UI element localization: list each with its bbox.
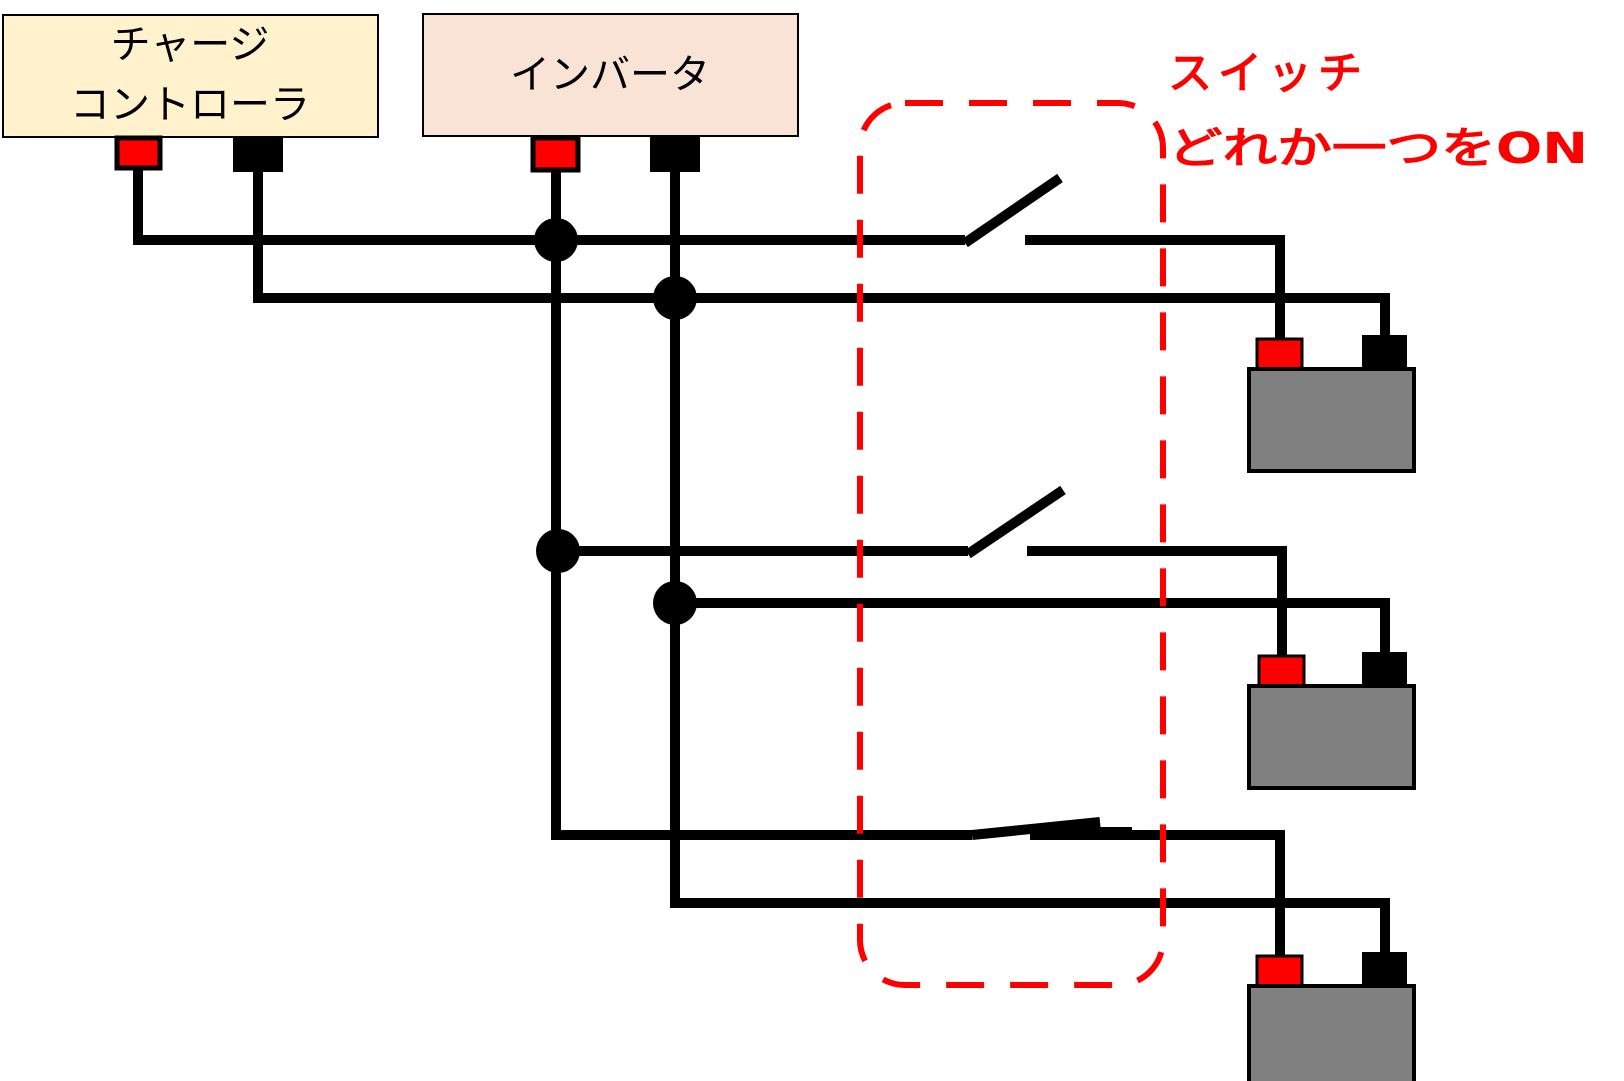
switches bbox=[860, 173, 1132, 840]
switch-region-label-line1: スイッチ bbox=[1168, 48, 1368, 99]
switch-1-blade bbox=[962, 173, 1063, 248]
battery-1 bbox=[1247, 335, 1416, 473]
battery-2-positive-terminal bbox=[1257, 654, 1306, 688]
battery-3-negative-terminal bbox=[1362, 952, 1407, 987]
charge-controller-positive-terminal bbox=[114, 135, 163, 171]
charge-controller-negative-terminal bbox=[233, 136, 283, 172]
switch-2-blade bbox=[965, 485, 1066, 559]
switch-3-closed[interactable] bbox=[866, 817, 1132, 840]
wire-battery2-negative bbox=[675, 598, 1390, 655]
battery-1-negative-terminal bbox=[1362, 335, 1407, 370]
junction-dot bbox=[653, 581, 697, 625]
inverter-negative-terminal bbox=[650, 136, 700, 172]
charge-controller-box bbox=[2, 14, 379, 138]
inverter-label: インバータ bbox=[510, 52, 710, 98]
charge-controller-label-line2: コントローラ bbox=[70, 82, 310, 128]
wires bbox=[133, 168, 1390, 955]
battery-3-positive-terminal bbox=[1255, 954, 1304, 988]
wire-battery1-positive bbox=[1025, 235, 1285, 338]
switch-1-open[interactable] bbox=[860, 173, 1125, 248]
battery-3-body bbox=[1247, 984, 1416, 1081]
switch-region-outline bbox=[857, 100, 1166, 988]
inverter: インバータ bbox=[422, 13, 799, 173]
charge-controller: チャージ コントローラ bbox=[2, 14, 379, 172]
inverter-positive-terminal bbox=[530, 135, 581, 173]
battery-1-body bbox=[1247, 367, 1416, 473]
battery-2-negative-terminal bbox=[1362, 652, 1407, 687]
wire-positive-bus bbox=[551, 170, 890, 840]
junction-dot bbox=[653, 276, 697, 320]
switch-2-open[interactable] bbox=[866, 485, 1128, 559]
inverter-box bbox=[422, 13, 799, 137]
junctions bbox=[534, 218, 697, 625]
battery-2 bbox=[1247, 652, 1416, 790]
wire-battery3-positive bbox=[1030, 830, 1285, 955]
battery-2-body bbox=[1247, 684, 1416, 790]
wire-negative-bus bbox=[670, 172, 1390, 955]
switch-region-label-line2: どれか一つをON bbox=[1168, 124, 1588, 174]
charge-controller-label-line1: チャージ bbox=[111, 22, 270, 68]
junction-dot bbox=[534, 218, 578, 262]
battery-3 bbox=[1247, 952, 1416, 1081]
junction-dot bbox=[536, 529, 580, 573]
battery-1-positive-terminal bbox=[1255, 337, 1304, 371]
wire-cc-positive bbox=[133, 168, 860, 245]
wire-cc-negative bbox=[253, 172, 1390, 338]
